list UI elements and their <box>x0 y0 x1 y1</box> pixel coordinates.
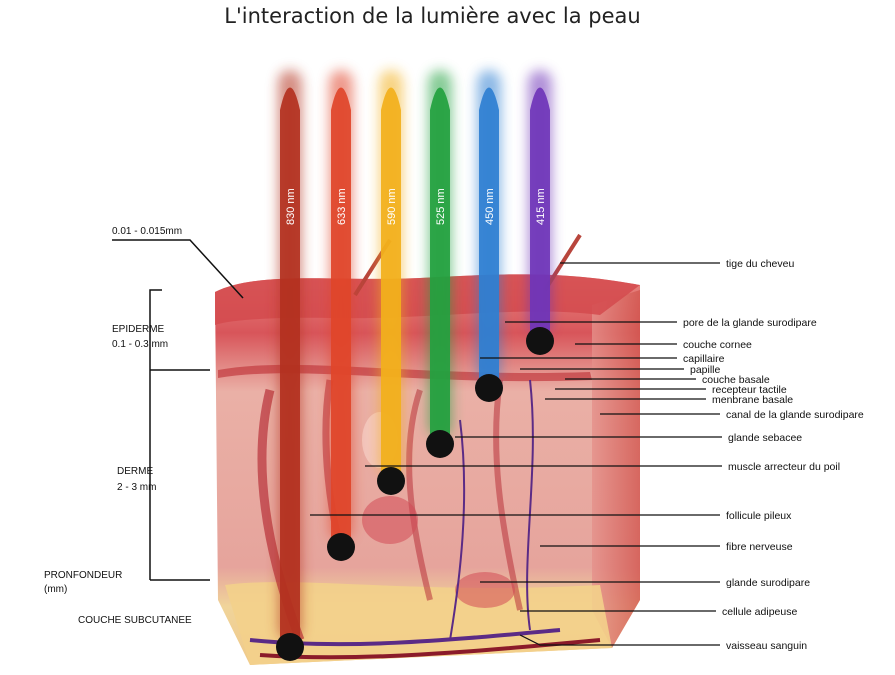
beam-525-nm: 525 nm <box>428 70 452 437</box>
wavelength-label: 415 nm <box>535 188 547 225</box>
wavelength-label: 450 nm <box>484 188 496 225</box>
anatomy-label: pore de la glande surodipare <box>683 317 817 329</box>
anatomy-label: glande sebacee <box>728 432 802 444</box>
anatomy-label: fibre nerveuse <box>726 541 793 553</box>
anatomy-label: muscle arrecteur du poil <box>728 461 840 473</box>
anatomy-label: couche cornee <box>683 339 752 351</box>
absorption-point-450 <box>475 374 503 402</box>
wavelength-label: 830 nm <box>285 188 297 225</box>
absorption-point-590 <box>377 467 405 495</box>
light-beams: 830 nm 633 nm 590 nm 525 nm 450 nm 415 nm <box>278 70 552 640</box>
beam-415-nm: 415 nm <box>528 70 552 334</box>
beam-830-nm: 830 nm <box>278 70 302 640</box>
subcutanee-label: COUCHE SUBCUTANEE <box>78 615 192 626</box>
anatomy-label: papille <box>690 364 721 376</box>
beam-633-nm: 633 nm <box>329 70 353 540</box>
absorption-point-830 <box>276 633 304 661</box>
depth-scale <box>112 239 244 581</box>
diagram-title: L'interaction de la lumière avec la peau <box>224 4 641 28</box>
absorption-point-415 <box>526 327 554 355</box>
derme-depth-label: 2 - 3 mm <box>117 482 156 493</box>
wavelength-label: 525 nm <box>435 188 447 225</box>
absorption-point-633 <box>327 533 355 561</box>
profondeur-label: PRONFONDEUR <box>44 570 122 581</box>
epiderme-depth-label: 0.1 - 0.3 mm <box>112 339 168 350</box>
right-labels: tige du cheveu pore de la glande surodipa… <box>683 258 864 652</box>
derme-label: DERME <box>117 466 153 477</box>
leader-line <box>519 634 720 646</box>
anatomy-label: vaisseau sanguin <box>726 640 807 652</box>
beam-590-nm: 590 nm <box>379 70 403 475</box>
profondeur-unit-label: (mm) <box>44 584 67 595</box>
anatomy-label: follicule pileux <box>726 510 792 522</box>
wavelength-label: 590 nm <box>386 188 398 225</box>
wavelength-label: 633 nm <box>336 188 348 225</box>
anatomy-label: cellule adipeuse <box>722 606 797 618</box>
anatomy-label: couche basale <box>702 374 770 386</box>
right-leaders <box>310 262 722 646</box>
anatomy-label: recepteur tactile <box>712 384 787 396</box>
anatomy-label: canal de la glande surodipare <box>726 409 864 421</box>
absorption-points <box>276 327 554 661</box>
epiderme-label: EPIDERME <box>112 324 165 335</box>
anatomy-label: capillaire <box>683 353 725 365</box>
anatomy-label: menbrane basale <box>712 394 793 406</box>
beam-450-nm: 450 nm <box>477 70 501 381</box>
anatomy-label: tige du cheveu <box>726 258 794 270</box>
anatomy-label: glande surodipare <box>726 577 810 589</box>
absorption-point-525 <box>426 430 454 458</box>
thickness-label: 0.01 - 0.015mm <box>112 226 182 237</box>
